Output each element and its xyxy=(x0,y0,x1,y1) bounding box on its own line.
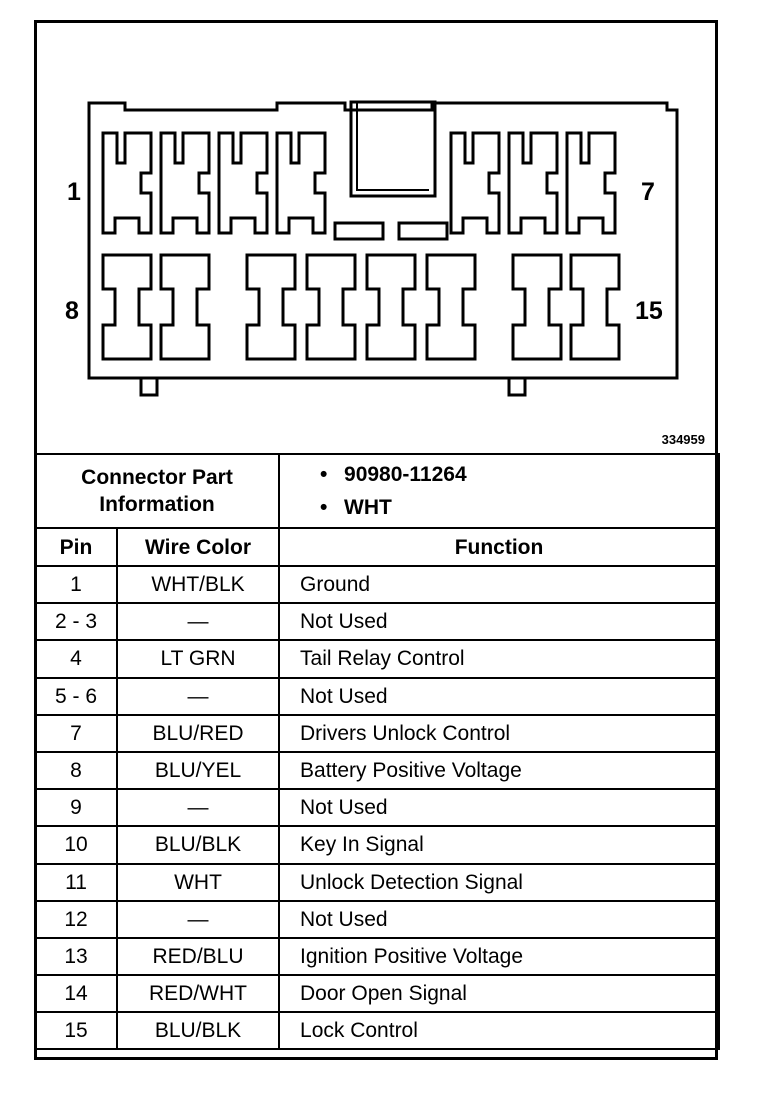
wire-color-cell: WHT xyxy=(115,862,281,902)
connector-sheet: 1 7 8 15 334959 Connector Part Informati… xyxy=(33,20,721,1060)
wire-color-cell: — xyxy=(115,899,281,939)
wire-color-cell: — xyxy=(115,788,281,828)
table-row: 5 - 6—Not Used xyxy=(34,676,721,716)
bottom-cavity xyxy=(365,253,417,361)
table-row: 12—Not Used xyxy=(34,899,721,939)
pin-label-1: 1 xyxy=(67,178,81,206)
pin-cell: 10 xyxy=(34,825,118,865)
pin-cell: 15 xyxy=(34,1011,118,1051)
table-header-row: Pin Wire Color Function xyxy=(34,527,721,567)
housing-foot-right xyxy=(507,378,527,397)
top-cavity xyxy=(217,131,269,235)
wire-color-cell: BLU/RED xyxy=(115,713,281,753)
connector-pinout-table: Connector Part Information • 90980-11264 … xyxy=(33,453,721,1051)
table-row: 9—Not Used xyxy=(34,788,721,828)
pin-cell: 8 xyxy=(34,750,118,791)
wire-color-cell: RED/WHT xyxy=(115,974,281,1014)
wire-color-cell: WHT/BLK xyxy=(115,564,281,605)
center-latch xyxy=(349,100,437,198)
connector-info-row: Connector Part Information • 90980-11264 … xyxy=(33,453,721,529)
connector-info-label: Connector Part Information xyxy=(33,453,281,529)
pin-cell: 12 xyxy=(34,899,118,939)
bottom-cavity xyxy=(305,253,357,361)
wire-color-cell: RED/BLU xyxy=(115,936,281,977)
wire-color-cell: — xyxy=(115,602,281,642)
top-cavity xyxy=(275,131,327,235)
function-cell: Tail Relay Control xyxy=(278,639,721,679)
function-cell: Battery Positive Voltage xyxy=(278,750,721,791)
top-row-cavities xyxy=(101,131,617,235)
connector-info-values: • 90980-11264 • WHT xyxy=(278,453,721,529)
part-number: 90980-11264 xyxy=(344,463,467,486)
center-slot-right xyxy=(397,221,449,241)
bottom-cavity xyxy=(569,253,621,361)
pin-column-header: Pin xyxy=(34,527,118,567)
top-cavity xyxy=(507,131,559,235)
bullet: • xyxy=(320,463,328,486)
bottom-cavity xyxy=(101,253,153,361)
top-cavity xyxy=(449,131,501,235)
wire-color-column-header: Wire Color xyxy=(115,527,281,567)
part-number-line: • 90980-11264 xyxy=(320,458,718,491)
function-cell: Lock Control xyxy=(278,1011,721,1051)
function-cell: Door Open Signal xyxy=(278,974,721,1014)
function-column-header: Function xyxy=(278,527,721,567)
connector-housing xyxy=(87,101,679,380)
pin-cell: 13 xyxy=(34,936,118,977)
connector-face-drawing xyxy=(87,100,679,397)
function-cell: Unlock Detection Signal xyxy=(278,862,721,902)
function-cell: Key In Signal xyxy=(278,825,721,865)
bottom-row-cavities xyxy=(101,253,621,361)
pin-label-15: 15 xyxy=(635,297,663,325)
pin-label-8: 8 xyxy=(65,297,79,325)
wire-color-cell: BLU/YEL xyxy=(115,750,281,791)
top-cavity xyxy=(159,131,211,235)
top-cavity xyxy=(101,131,153,235)
pin-cell: 14 xyxy=(34,974,118,1014)
pin-cell: 11 xyxy=(34,862,118,902)
function-cell: Not Used xyxy=(278,899,721,939)
wire-color-cell: BLU/BLK xyxy=(115,825,281,865)
bottom-cavity xyxy=(511,253,563,361)
pin-cell: 2 - 3 xyxy=(34,602,118,642)
pin-cell: 7 xyxy=(34,713,118,753)
function-cell: Drivers Unlock Control xyxy=(278,713,721,753)
housing-foot-left xyxy=(139,378,159,397)
pin-label-7: 7 xyxy=(641,178,655,206)
pin-cell: 5 - 6 xyxy=(34,676,118,716)
pin-cell: 1 xyxy=(34,564,118,605)
top-cavity xyxy=(565,131,617,235)
function-cell: Ignition Positive Voltage xyxy=(278,936,721,977)
center-slot-left xyxy=(333,221,385,241)
function-cell: Not Used xyxy=(278,602,721,642)
connector-color: WHT xyxy=(344,496,392,519)
connector-color-line: • WHT xyxy=(320,491,718,524)
connector-diagram: 1 7 8 15 334959 xyxy=(37,23,715,453)
bottom-cavity xyxy=(159,253,211,361)
table-row: 2 - 3—Not Used xyxy=(34,602,721,642)
wire-color-cell: BLU/BLK xyxy=(115,1011,281,1051)
pin-cell: 4 xyxy=(34,639,118,679)
bullet: • xyxy=(320,496,328,519)
wire-color-cell: LT GRN xyxy=(115,639,281,679)
bottom-cavity xyxy=(245,253,297,361)
wire-color-cell: — xyxy=(115,676,281,716)
drawing-number: 334959 xyxy=(661,432,705,447)
bottom-cavity xyxy=(425,253,477,361)
function-cell: Ground xyxy=(278,564,721,605)
function-cell: Not Used xyxy=(278,676,721,716)
function-cell: Not Used xyxy=(278,788,721,828)
pin-cell: 9 xyxy=(34,788,118,828)
